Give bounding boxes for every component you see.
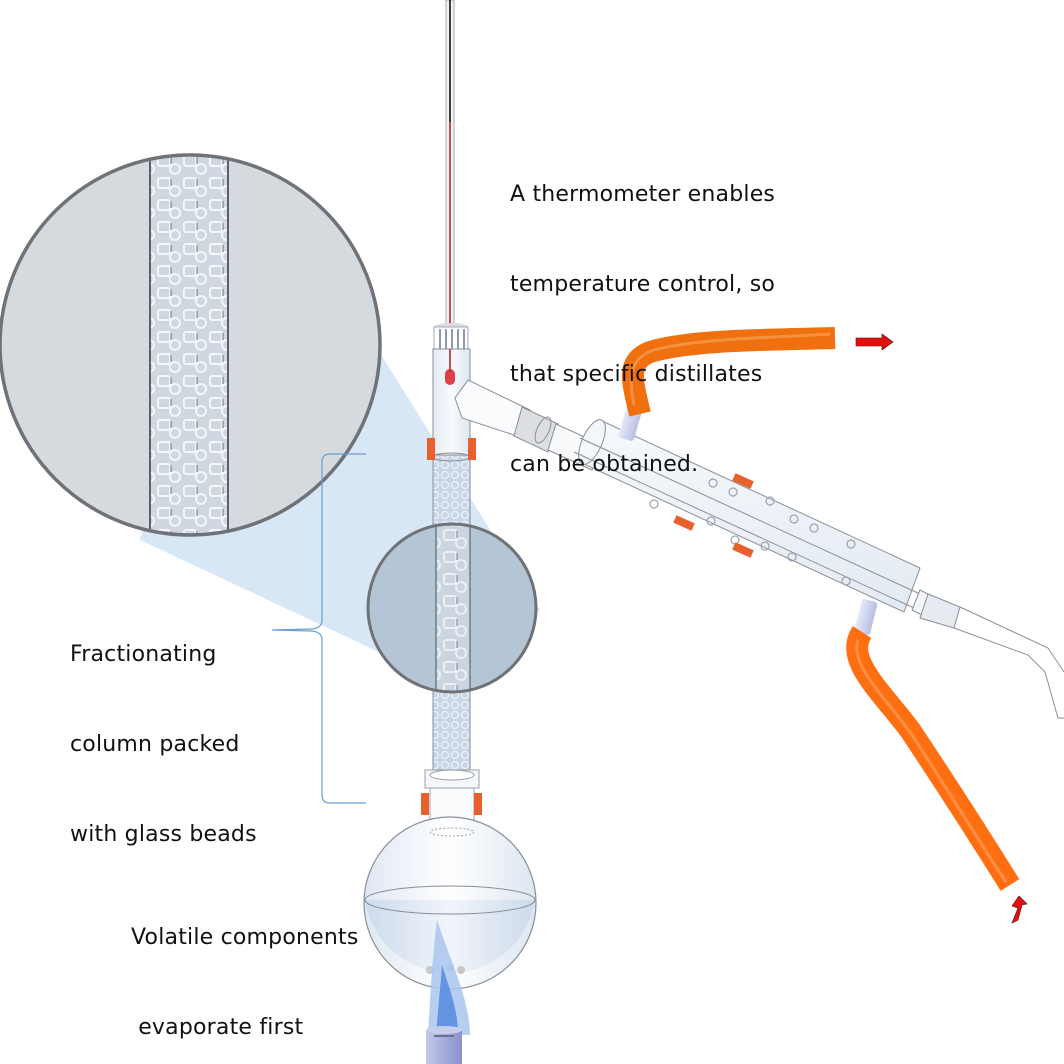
condenser-bubbles xyxy=(649,478,856,586)
column-magnifier xyxy=(366,522,538,694)
flame-inner xyxy=(436,965,458,1035)
clamp xyxy=(421,793,429,815)
inlet-nozzle xyxy=(854,599,878,635)
clamp xyxy=(427,438,435,460)
stopper xyxy=(433,323,469,350)
annotation-line: temperature control, so xyxy=(510,272,776,297)
clamp xyxy=(673,515,695,531)
flow-right-arrow xyxy=(855,333,894,351)
column-annotation: Fractionating column packed with glass b… xyxy=(70,580,257,910)
thermometer-annotation: A thermometer enables temperature contro… xyxy=(510,120,775,540)
annotation-line: with glass beads xyxy=(70,822,257,847)
water-outlet-hose xyxy=(621,327,836,417)
clamp xyxy=(474,793,482,815)
volatile-annotation: Volatile components evaporate first xyxy=(131,863,359,1064)
outlet-nozzle xyxy=(618,407,642,441)
clamp xyxy=(732,473,754,489)
flow-up-arrow xyxy=(1011,895,1028,924)
annotation-line: evaporate first xyxy=(131,1015,304,1040)
annotation-line: column packed xyxy=(70,732,240,757)
annotation-line: Fractionating xyxy=(70,642,217,667)
clamp xyxy=(732,542,754,558)
annotation-line: Volatile components xyxy=(131,925,359,950)
annotation-line: can be obtained. xyxy=(510,452,699,477)
annotation-line: that specific distillates xyxy=(510,362,763,387)
bunsen-burner xyxy=(426,920,470,1064)
still-head xyxy=(432,348,471,460)
magnified-view xyxy=(0,153,382,537)
annotation-line: A thermometer enables xyxy=(510,182,776,207)
receiver-adapter xyxy=(911,589,1064,719)
round-bottom-flask xyxy=(363,816,537,990)
water-inlet-hose xyxy=(846,626,1020,891)
column-bracket xyxy=(271,453,366,804)
condenser xyxy=(573,419,921,613)
clamp xyxy=(468,438,476,460)
